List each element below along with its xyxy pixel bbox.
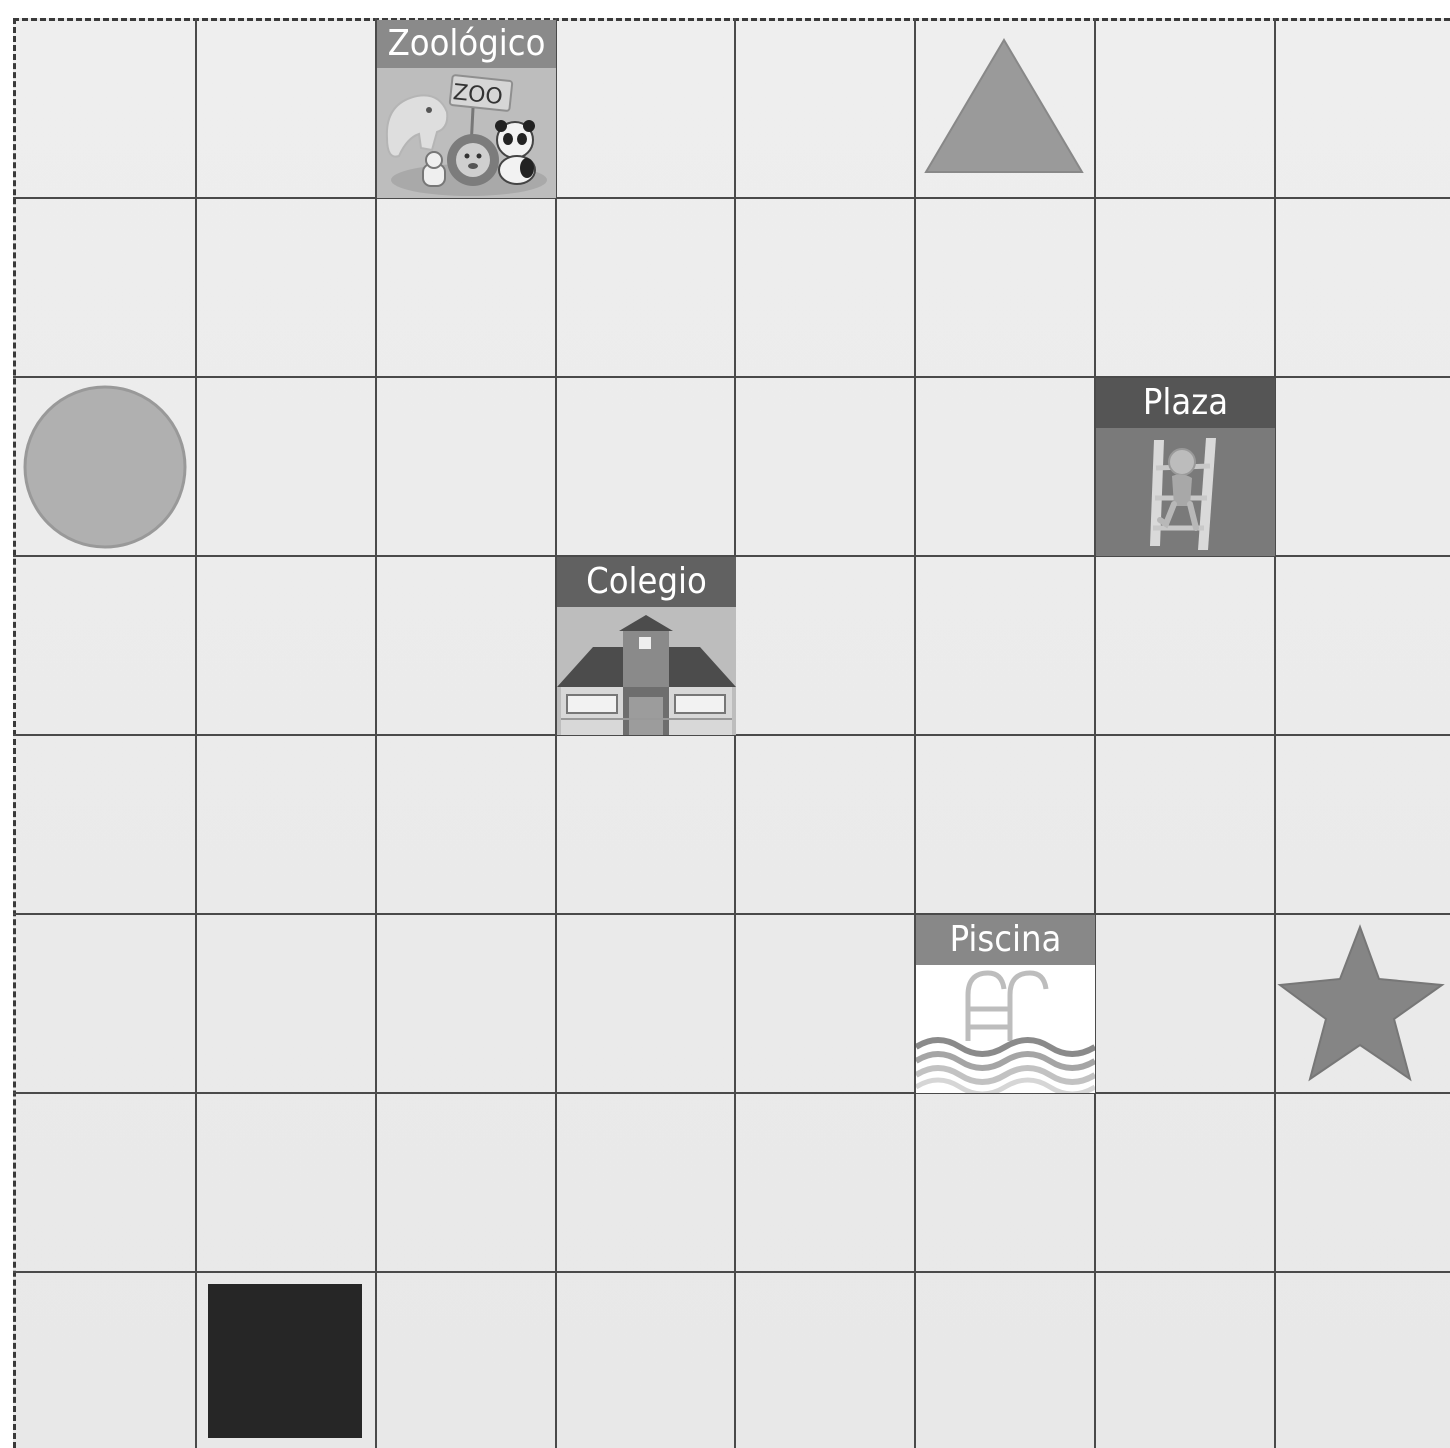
place-title-plaza: Plaza bbox=[1096, 378, 1275, 428]
zoo-sign-text: ZOO bbox=[452, 80, 504, 110]
place-title-colegio: Colegio bbox=[557, 557, 736, 607]
grid-line-v1 bbox=[195, 18, 197, 1448]
grid-line-h5 bbox=[13, 913, 1450, 915]
place-tile-zoo[interactable]: Zoológico ZOO bbox=[377, 20, 556, 198]
square-icon[interactable] bbox=[208, 1284, 362, 1438]
grid-line-v2 bbox=[375, 18, 377, 1448]
zoo-animals-icon: ZOO bbox=[377, 68, 556, 198]
place-tile-piscina[interactable]: Piscina bbox=[916, 915, 1095, 1093]
grid-line-h6 bbox=[13, 1092, 1450, 1094]
playground-climber-icon bbox=[1096, 428, 1275, 556]
grid-line-v5 bbox=[914, 18, 916, 1448]
grid-line-v7 bbox=[1274, 18, 1276, 1448]
star-icon[interactable] bbox=[1276, 915, 1450, 1093]
school-building-icon bbox=[557, 607, 736, 735]
place-title-zoo: Zoológico bbox=[377, 20, 556, 68]
place-title-piscina: Piscina bbox=[916, 915, 1095, 965]
grid-line-h7 bbox=[13, 1271, 1450, 1273]
triangle-icon[interactable] bbox=[916, 20, 1095, 198]
grid-line-v6 bbox=[1094, 18, 1096, 1448]
swimming-pool-icon bbox=[916, 965, 1095, 1093]
circle-icon[interactable] bbox=[15, 378, 194, 556]
grid-line-h1 bbox=[13, 197, 1450, 199]
place-tile-colegio[interactable]: Colegio bbox=[557, 557, 736, 735]
place-tile-plaza[interactable]: Plaza bbox=[1096, 378, 1275, 556]
